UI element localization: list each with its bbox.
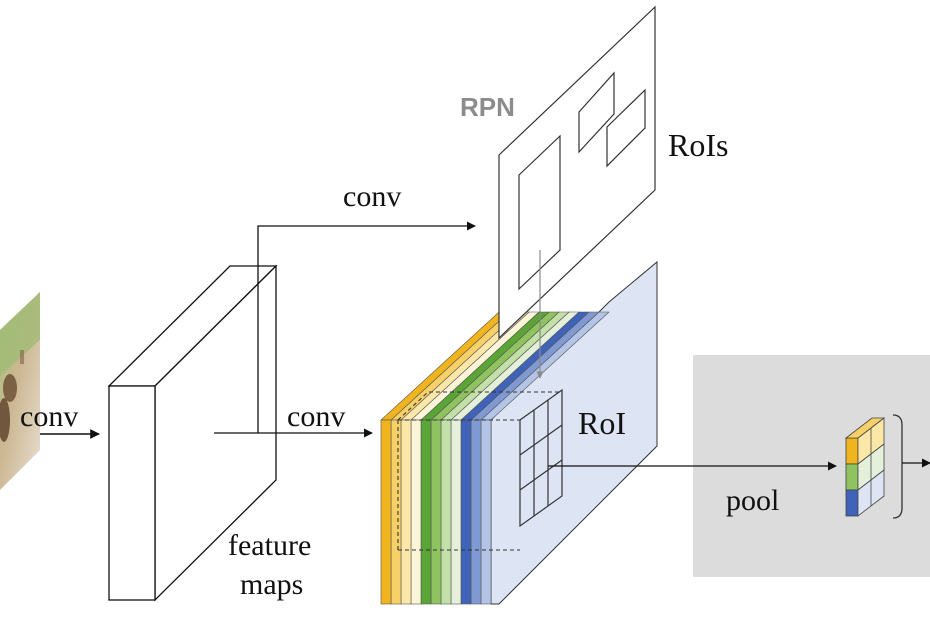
pooled-cell-front xyxy=(845,463,859,491)
conv-input-label: conv xyxy=(20,400,78,433)
roi-grid xyxy=(519,388,563,528)
pooled-cell-top xyxy=(844,417,886,439)
feature-channel xyxy=(410,419,422,605)
rpn-plane xyxy=(498,5,656,340)
feature-channel xyxy=(430,419,442,605)
roi-label: RoI xyxy=(578,405,626,441)
pooled-cell-front xyxy=(845,489,859,517)
feature-maps-label-line1: feature xyxy=(228,529,311,562)
pool-label: pool xyxy=(726,484,779,517)
feature-channel xyxy=(400,419,412,605)
pooled-cell-front xyxy=(845,437,859,465)
feature-channel xyxy=(460,419,472,605)
proposal-box-2 xyxy=(578,71,615,154)
conv-rpn-label: conv xyxy=(343,180,401,213)
feature-channel xyxy=(380,419,392,605)
feature-channel xyxy=(450,419,462,605)
feature-channel xyxy=(440,419,452,605)
output-bracket xyxy=(892,414,903,519)
proposal-box-1 xyxy=(518,134,561,291)
input-image-thumbnail xyxy=(0,292,40,490)
rpn-branch-arrow xyxy=(257,221,476,433)
rpn-label: RPN xyxy=(460,92,515,122)
roi-dashed-region xyxy=(397,391,562,551)
conv-feature-stack xyxy=(380,260,658,605)
feature-channel xyxy=(470,419,482,605)
feature-maps-label-line2: maps xyxy=(240,568,303,601)
proposal-box-3 xyxy=(606,88,646,168)
pooled-feature-cube xyxy=(844,417,886,517)
rois-label: RoIs xyxy=(668,127,728,163)
feature-channel xyxy=(420,419,432,605)
conv-features-label: conv xyxy=(287,400,345,433)
feature-channel xyxy=(480,419,492,605)
feature-channel xyxy=(390,419,402,605)
